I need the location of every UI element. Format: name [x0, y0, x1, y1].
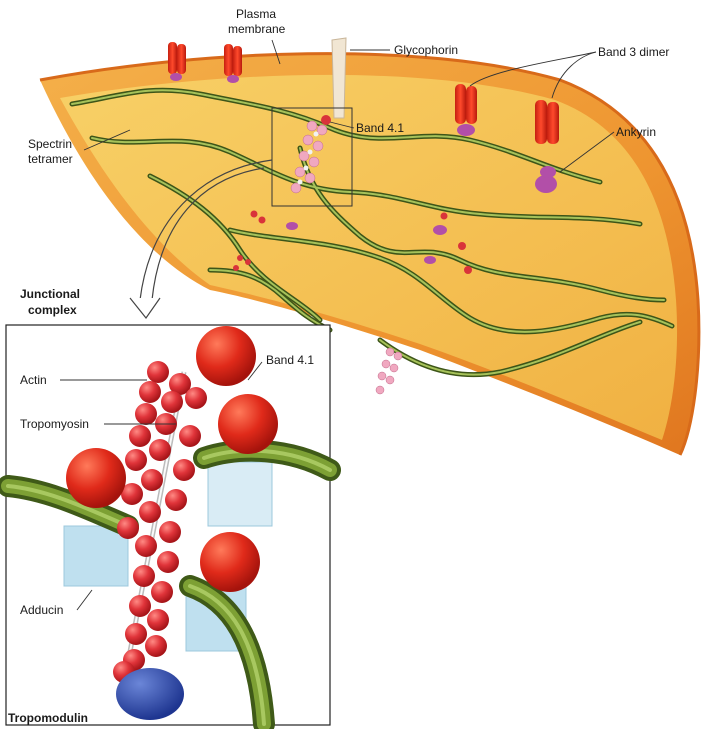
label-spectrin-2: tetramer [28, 152, 73, 166]
label-spectrin-1: Spectrin [28, 137, 72, 151]
junctional-complex-inset [6, 325, 330, 725]
label-band3-dimer: Band 3 dimer [598, 45, 669, 59]
label-actin: Actin [20, 373, 47, 387]
label-plasma-membrane-2: membrane [228, 22, 286, 36]
label-tropomodulin: Tropomodulin [8, 711, 88, 725]
tropomodulin [116, 668, 184, 720]
adducin-block [208, 462, 272, 526]
label-junctional-1: Junctional [20, 287, 80, 301]
label-glycophorin: Glycophorin [394, 43, 458, 57]
junctional-complex-lower [376, 348, 402, 394]
label-junctional-2: complex [28, 303, 77, 317]
adducin-block [64, 526, 128, 586]
label-band41-top: Band 4.1 [356, 121, 404, 135]
glycophorin [332, 38, 346, 118]
label-plasma-membrane-1: Plasma [236, 7, 276, 21]
label-band41-inset: Band 4.1 [266, 353, 314, 367]
label-adducin: Adducin [20, 603, 63, 617]
label-tropomyosin: Tropomyosin [20, 417, 89, 431]
label-ankyrin: Ankyrin [616, 125, 656, 139]
